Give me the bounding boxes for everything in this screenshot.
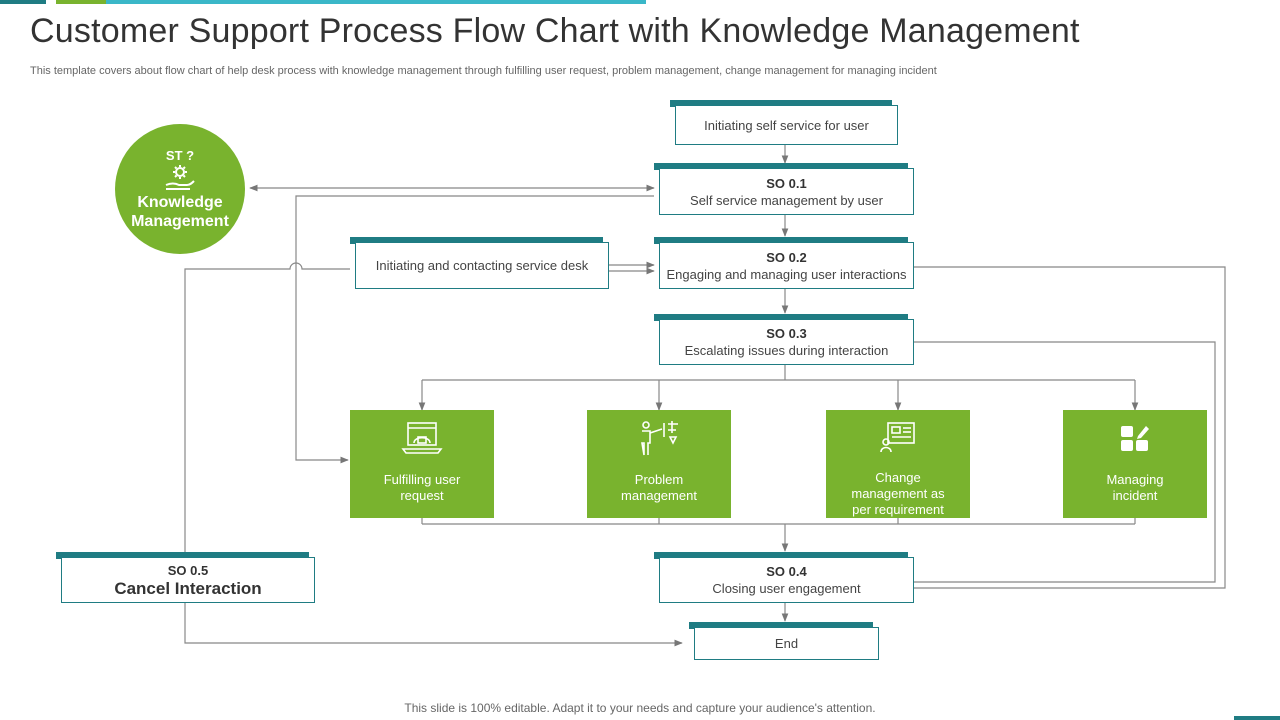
process-change-management[interactable]: Change management as per requirement xyxy=(826,410,970,518)
node-code: SO 0.1 xyxy=(766,175,807,191)
top-accent-cyan xyxy=(106,0,646,4)
node-accent-bar xyxy=(654,552,908,559)
knowledge-code: ST ? xyxy=(165,147,195,163)
node-text: Engaging and managing user interactions xyxy=(666,266,907,282)
node-accent-bar xyxy=(56,552,309,559)
gear-hand-icon xyxy=(165,164,195,190)
node-text: Initiating self service for user xyxy=(704,117,869,133)
top-accent-green xyxy=(56,0,106,4)
footer-note: This slide is 100% editable. Adapt it to… xyxy=(404,701,876,715)
node-so-0-4[interactable]: SO 0.4 Closing user engagement xyxy=(654,552,914,603)
page-subtitle: This template covers about flow chart of… xyxy=(30,65,937,77)
node-text: Cancel Interaction xyxy=(114,578,262,598)
process-problem-management[interactable]: Problem management xyxy=(587,410,731,518)
node-so-0-1[interactable]: SO 0.1 Self service management by user xyxy=(654,163,914,215)
node-accent-bar xyxy=(654,237,908,244)
node-service-desk[interactable]: Initiating and contacting service desk xyxy=(350,237,609,289)
process-label: Fulfilling user request xyxy=(383,472,461,503)
process-label: Change management as per requirement xyxy=(851,470,945,517)
node-accent-bar xyxy=(689,622,873,629)
node-accent-bar xyxy=(670,100,892,107)
node-accent-bar xyxy=(350,237,603,244)
node-so-0-3[interactable]: SO 0.3 Escalating issues during interact… xyxy=(654,314,914,365)
node-so-0-5[interactable]: SO 0.5 Cancel Interaction xyxy=(56,552,315,603)
bottom-accent-teal xyxy=(1234,716,1280,720)
shapes-edit-icon xyxy=(1121,426,1149,451)
dashboard-user-icon xyxy=(880,422,915,453)
node-code: SO 0.4 xyxy=(766,564,807,579)
node-code: SO 0.2 xyxy=(766,249,807,265)
process-label: Managing incident xyxy=(1106,472,1164,503)
node-text: Escalating issues during interaction xyxy=(684,343,889,358)
node-so-0-2[interactable]: SO 0.2 Engaging and managing user intera… xyxy=(654,237,914,289)
node-accent-bar xyxy=(654,314,908,321)
node-text: Self service management by user xyxy=(690,192,883,208)
node-accent-bar xyxy=(654,163,908,170)
process-fulfilling-user-request[interactable]: Fulfilling user request xyxy=(350,410,494,518)
process-managing-incident[interactable]: Managing incident xyxy=(1063,410,1207,518)
node-text: Closing user engagement xyxy=(712,581,861,596)
node-code: SO 0.5 xyxy=(167,562,209,578)
presenter-board-icon xyxy=(641,421,678,456)
node-text: End xyxy=(774,636,799,651)
page-title: Customer Support Process Flow Chart with… xyxy=(30,12,1080,50)
node-text: Initiating and contacting service desk xyxy=(375,258,589,273)
laptop-request-icon xyxy=(401,422,443,454)
node-self-service[interactable]: Initiating self service for user xyxy=(670,100,898,145)
top-accent-teal xyxy=(0,0,46,4)
process-label: Problem management xyxy=(621,472,697,503)
knowledge-management-circle[interactable]: ST ? Knowledge Management xyxy=(115,124,245,254)
knowledge-label: Knowledge Management xyxy=(131,193,229,230)
node-end[interactable]: End xyxy=(689,622,879,660)
node-code: SO 0.3 xyxy=(766,326,807,341)
